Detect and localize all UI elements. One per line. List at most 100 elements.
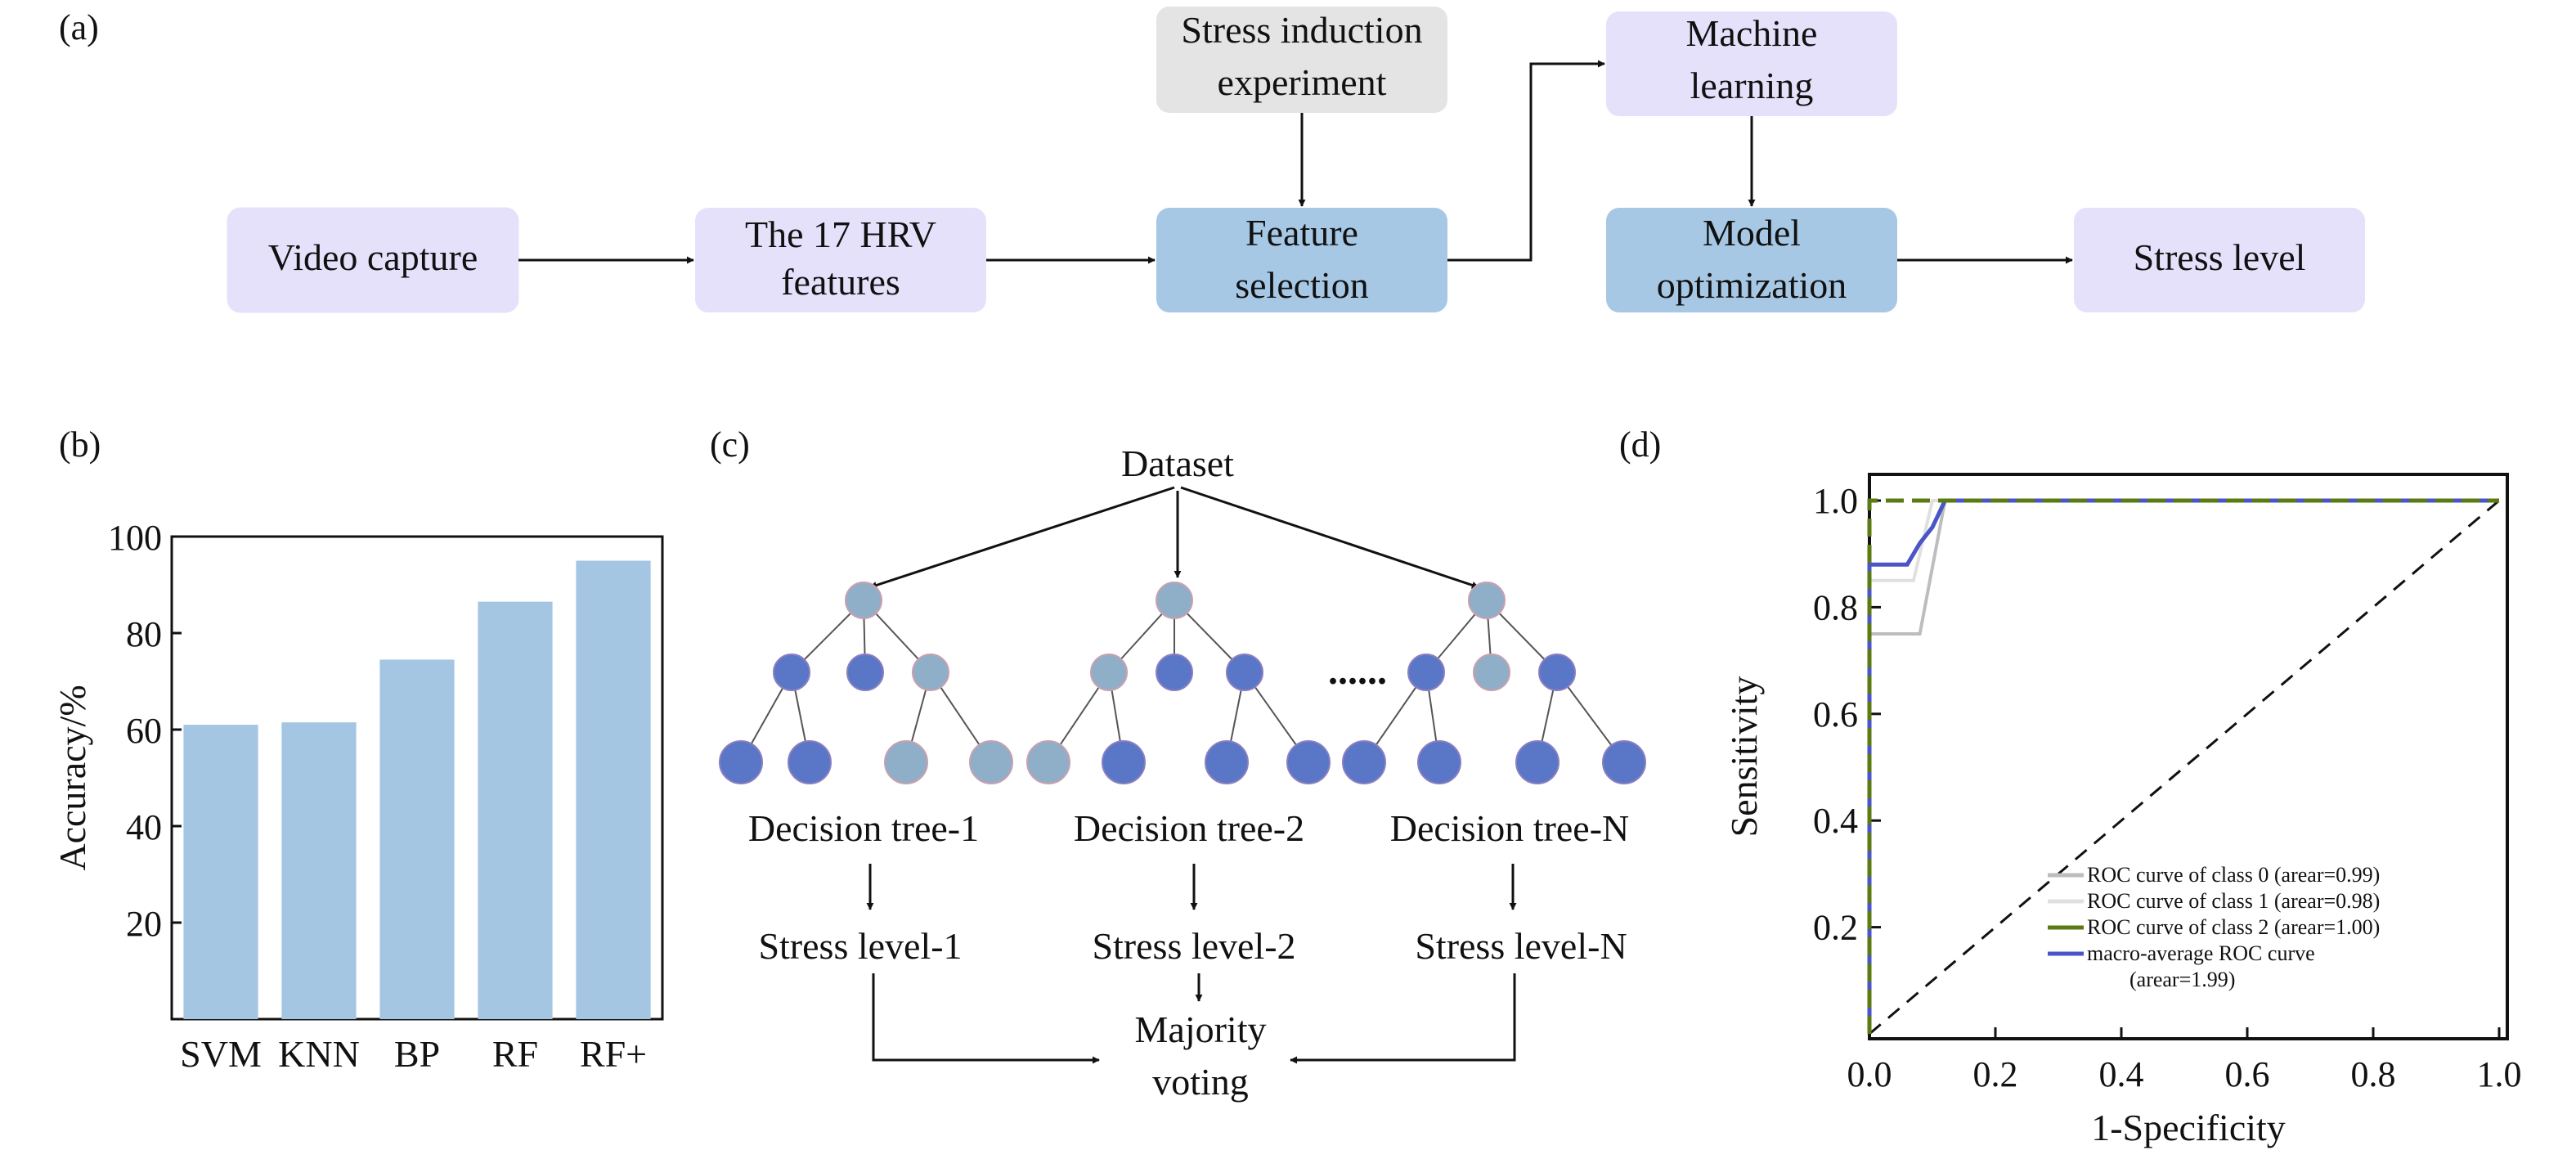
tree-node: [1515, 740, 1560, 784]
bar-category-label: BP: [394, 1033, 440, 1075]
box-machine-learning: [1606, 11, 1897, 116]
tree-node: [884, 740, 928, 784]
bar-category-label: SVM: [180, 1033, 262, 1075]
ellipsis-dots: ......: [1328, 649, 1387, 693]
box-feature-selection-line2: selection: [1235, 264, 1369, 306]
roc-xtick-label: 0.8: [2351, 1054, 2396, 1094]
tree-label-N: Decision tree-N: [1390, 807, 1630, 849]
tree-node: [1226, 654, 1263, 691]
legend-label-class1: ROC curve of class 1 (arear=0.98): [2087, 889, 2380, 913]
tree-node: [1417, 740, 1461, 784]
roc-chance-line: [1869, 499, 2500, 1035]
arrow-dataset-to-tree1: [869, 486, 1175, 589]
box-video-capture-label: Video capture: [268, 236, 478, 278]
box-hrv-features-line2: features: [781, 261, 900, 303]
roc-xtick-label: 0.4: [2099, 1054, 2144, 1094]
arrow-feature-to-ml: [1447, 60, 1605, 262]
stress-level-label-N: Stress level-N: [1415, 925, 1627, 967]
tree-label-2: Decision tree-2: [1074, 807, 1304, 849]
tree-root-node: [1156, 582, 1193, 619]
bar-chart: SVM KNN BP RF RF+ 20 40 60 80 100 Accuracy/%: [52, 518, 664, 1075]
box-model-optimization-line1: Model: [1703, 212, 1801, 254]
bar-category-label: KNN: [278, 1033, 360, 1075]
box-stress-level-label: Stress level: [2134, 236, 2306, 278]
roc-ytick-label: 0.2: [1813, 908, 1858, 948]
roc-ytick-label: 1.0: [1813, 481, 1858, 521]
majority-voting-line1: Majority: [1135, 1009, 1267, 1050]
bar-rf-plus: [576, 560, 651, 1019]
box-model-optimization: [1606, 208, 1897, 312]
box-stress-induction-line2: experiment: [1218, 61, 1387, 103]
roc-ylabel: Sensitivity: [1723, 676, 1765, 838]
roc-xtick-label: 1.0: [2477, 1054, 2522, 1094]
tree-node: [1286, 740, 1331, 784]
tree-node: [788, 740, 832, 784]
box-stress-level: [2074, 208, 2365, 312]
arrow-level1-to-vote: [872, 973, 1100, 1064]
tree-node: [846, 654, 884, 691]
flow-chart: Video capture The 17 HRV features Stress…: [227, 7, 2365, 313]
roc-xtick-label: 0.6: [2225, 1054, 2270, 1094]
box-machine-learning-line1: Machine: [1686, 12, 1818, 54]
roc-xlabel: 1-Specificity: [2091, 1107, 2286, 1148]
box-hrv-features: [695, 208, 986, 312]
tree-node: [912, 654, 949, 691]
panel-label-c: (c): [710, 425, 750, 465]
tree-node: [773, 654, 810, 691]
bar-bp: [379, 659, 455, 1019]
tree-root-node: [1468, 582, 1506, 619]
tree-label-1: Decision tree-1: [748, 807, 979, 849]
bar-ytick-label: 80: [126, 614, 162, 654]
bar-svm: [183, 725, 258, 1019]
bar-ytick-label: 60: [126, 711, 162, 751]
roc-ytick-label: 0.8: [1813, 587, 1858, 627]
tree-root-node: [845, 582, 882, 619]
legend-label-macro-area: (arear=1.99): [2129, 968, 2235, 991]
roc-xtick-label: 0.2: [1973, 1054, 2018, 1094]
bar-rf: [478, 601, 553, 1019]
legend-label-class2: ROC curve of class 2 (arear=1.00): [2087, 915, 2380, 939]
stress-level-label-1: Stress level-1: [758, 925, 962, 967]
legend-label-macro: macro-average ROC curve: [2087, 941, 2315, 965]
tree-node: [1090, 654, 1128, 691]
bar-ytick-label: 40: [126, 807, 162, 847]
random-forest-diagram: Dataset ...... Decision tree-1 Decision …: [719, 442, 1646, 1103]
box-model-optimization-line2: optimization: [1657, 264, 1847, 306]
tree-node: [1102, 740, 1146, 784]
roc-series-line: [1867, 498, 2499, 1034]
roc-ytick-label: 0.6: [1813, 694, 1858, 734]
box-feature-selection-line1: Feature: [1245, 212, 1358, 254]
arrow-levelN-to-vote: [1290, 973, 1516, 1064]
legend-label-class0: ROC curve of class 0 (arear=0.99): [2087, 863, 2380, 887]
bar-ytick-label: 20: [126, 904, 162, 944]
tree-node: [1342, 740, 1386, 784]
box-machine-learning-line2: learning: [1690, 65, 1814, 106]
dataset-label: Dataset: [1121, 442, 1234, 484]
bar-knn: [281, 722, 357, 1019]
tree-node: [1156, 654, 1193, 691]
bar-chart-ylabel: Accuracy/%: [52, 685, 93, 870]
arrow-dataset-to-treeN: [1180, 486, 1479, 589]
roc-xtick-label: 0.0: [1847, 1054, 1892, 1094]
panel-label-b: (b): [59, 425, 101, 465]
tree-node: [969, 740, 1013, 784]
tree-node: [1473, 654, 1510, 691]
roc-ytick-label: 0.4: [1813, 801, 1858, 841]
tree-node: [1407, 654, 1445, 691]
roc-legend: ROC curve of class 0 (arear=0.99) ROC cu…: [2048, 863, 2380, 991]
bar-category-label: RF+: [580, 1033, 647, 1075]
box-hrv-features-line1: The 17 HRV: [745, 213, 936, 255]
roc-chart: 0.0 0.2 0.4 0.6 0.8 1.0 0.2 0.4 0.6 0.8 1.0 Sensit…: [1723, 473, 2522, 1148]
box-stress-induction: [1156, 7, 1447, 113]
bar-ytick-label: 100: [108, 518, 162, 558]
stress-level-label-2: Stress level-2: [1092, 925, 1295, 967]
tree-node: [719, 740, 763, 784]
tree-node: [1026, 740, 1070, 784]
panel-label-d: (d): [1619, 425, 1661, 465]
tree-node: [1205, 740, 1249, 784]
box-feature-selection: [1156, 208, 1447, 312]
bar-category-label: RF: [492, 1033, 538, 1075]
tree-node: [1538, 654, 1576, 691]
panel-label-a: (a): [59, 7, 99, 47]
